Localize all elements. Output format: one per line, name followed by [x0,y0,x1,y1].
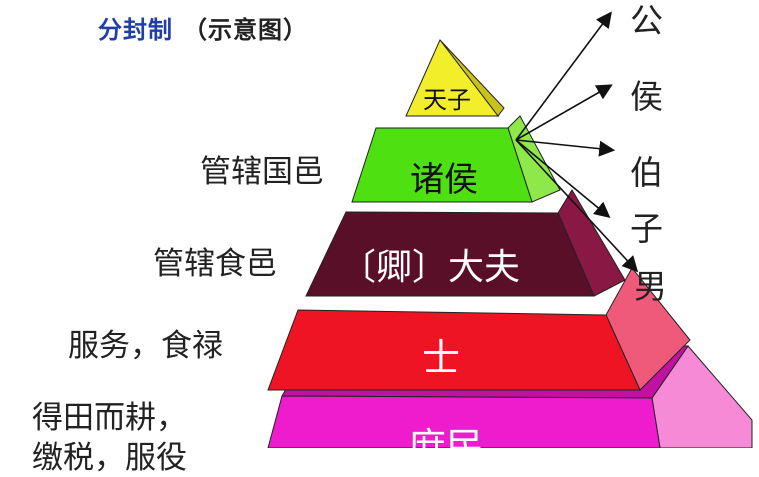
rank-hou: 侯 [630,77,663,116]
pyramid-graphic [267,11,753,448]
label-shiyi: 管辖食邑 [153,246,277,282]
tier-label-zhuhou: 诸侯 [410,160,478,200]
tier-label-shi: 士 [422,336,461,380]
rank-gong: 公 [630,1,663,40]
arrow-gong [515,11,612,141]
arrow-zi [515,139,611,219]
arrow-bo [515,139,616,157]
label-gengtian-2: 缴税，服役 [32,440,187,476]
arrow-nan [515,139,639,273]
arrow-hou [515,84,613,141]
rank-nan: 男 [634,267,667,306]
label-gengtian-1: 得田而耕， [32,400,187,436]
rank-bo: 伯 [630,153,663,192]
title-main: 分封制 [98,16,173,44]
tier-shi-front [267,309,641,391]
rank-zi: 子 [630,209,663,248]
label-guoyi: 管辖国邑 [200,154,324,190]
tier-shumin-front [267,395,661,448]
tier-zhuhou-front [351,127,533,203]
tier-label-tianzi: 天子 [423,86,471,114]
rank-arrows [515,11,639,273]
tier-label-shumin: 庶民 [408,425,485,469]
page-title: 分封制 （示意图） [98,10,308,45]
tier-label-dafu: 〔卿〕大夫 [340,247,521,288]
title-subtitle: （示意图） [183,16,308,44]
feudal-pyramid-diagram: 分封制 （示意图） 天子 诸侯 [32,1,753,476]
label-fuwu: 服务，食禄 [68,328,223,364]
tier-tianzi-front [405,39,500,117]
tier-dafu-front [305,211,595,297]
